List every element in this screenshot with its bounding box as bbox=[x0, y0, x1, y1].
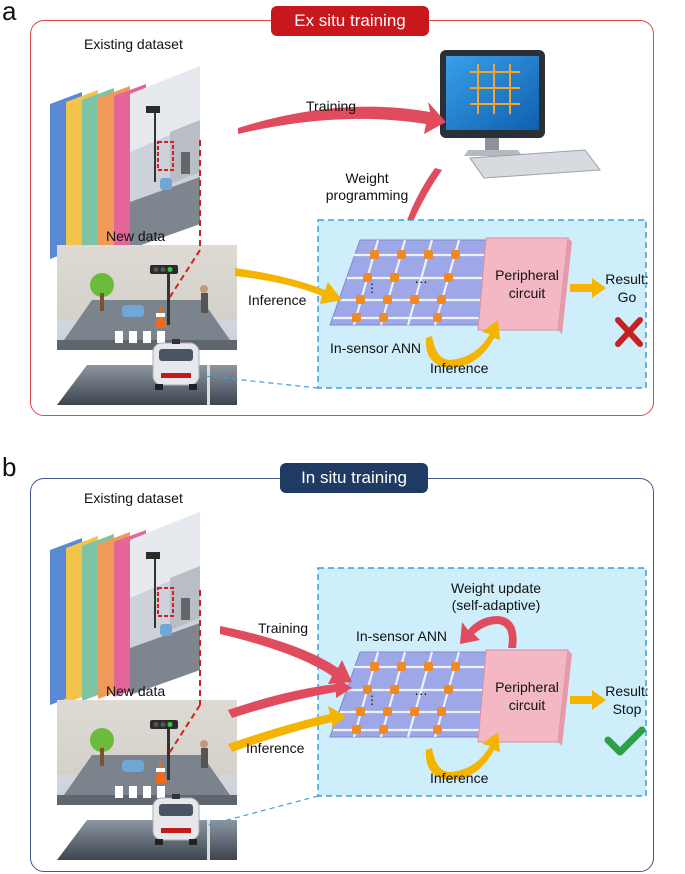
inference-arrow-a bbox=[235, 268, 342, 304]
panel-b-title: In situ training bbox=[280, 463, 428, 493]
existing-dataset-label-b: Existing dataset bbox=[84, 490, 183, 506]
result-arrow-b bbox=[570, 690, 606, 710]
weight-update-arrow bbox=[460, 616, 517, 648]
weight-programming-label: Weight programming bbox=[325, 170, 409, 203]
training-arrow-b2 bbox=[228, 676, 352, 718]
crossbar-a bbox=[328, 238, 507, 327]
computer-icon bbox=[440, 50, 601, 179]
check-mark-icon bbox=[604, 726, 646, 756]
new-data-label-b: New data bbox=[106, 683, 166, 699]
panel-letter-a: a bbox=[2, 0, 17, 26]
peripheral-label-a: Peripheral circuit bbox=[495, 267, 559, 301]
inference-loop-arrow-b bbox=[425, 732, 500, 780]
training-label-a: Training bbox=[306, 98, 357, 114]
new-data-scene-a bbox=[57, 245, 237, 350]
weight-update-label: Weight update (self-adaptive) bbox=[450, 580, 542, 613]
training-arrow-a bbox=[238, 102, 446, 134]
peripheral-label-b: Peripheral circuit bbox=[495, 679, 559, 713]
in-sensor-ann-label-a: In-sensor ANN bbox=[330, 340, 422, 356]
training-arrow-b1 bbox=[220, 626, 352, 684]
result-label-a: Result: Go bbox=[605, 271, 649, 305]
new-data-label-a: New data bbox=[106, 228, 166, 244]
dataset-stack-b bbox=[49, 511, 201, 706]
inference-loop-label-b: Inference bbox=[430, 770, 489, 786]
panel-a-title: Ex situ training bbox=[271, 6, 429, 36]
cross-mark-icon bbox=[615, 317, 643, 347]
inference-input-label-a: Inference bbox=[248, 292, 307, 308]
inference-loop-label-a: Inference bbox=[430, 360, 489, 376]
training-label-b: Training bbox=[258, 620, 309, 636]
inference-arrow-b bbox=[228, 706, 346, 752]
result-arrow-a bbox=[570, 278, 606, 298]
new-data-scene-b bbox=[57, 700, 237, 805]
result-label-b: Result: Stop bbox=[605, 683, 649, 717]
in-sensor-ann-label-b: In-sensor ANN bbox=[356, 628, 448, 644]
crossbar-b bbox=[328, 650, 507, 739]
panel-letter-b: b bbox=[2, 452, 17, 482]
inference-input-label-b: Inference bbox=[246, 740, 305, 756]
inference-loop-arrow-a bbox=[425, 320, 500, 368]
existing-dataset-label-a: Existing dataset bbox=[84, 36, 183, 52]
